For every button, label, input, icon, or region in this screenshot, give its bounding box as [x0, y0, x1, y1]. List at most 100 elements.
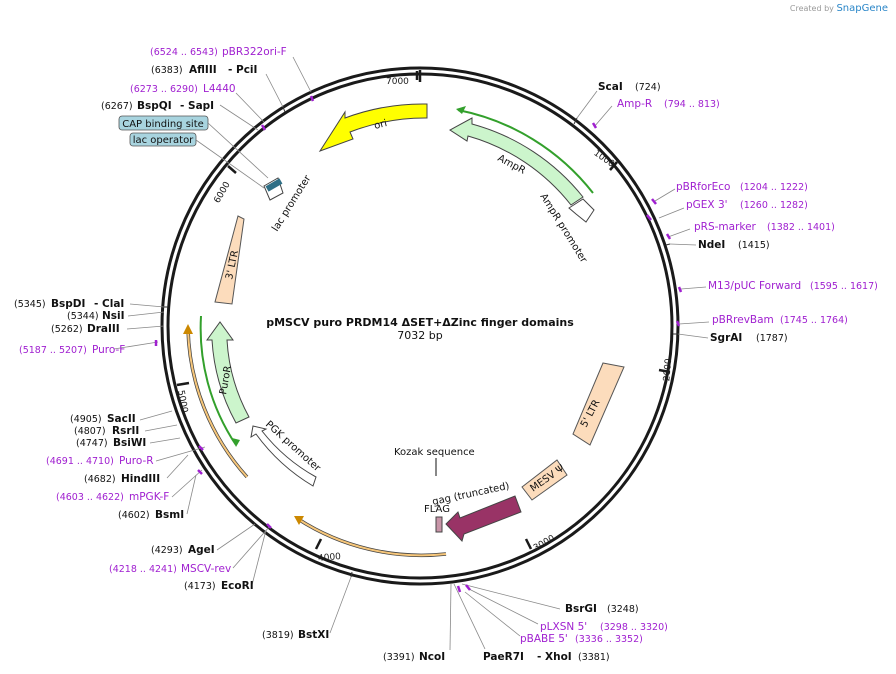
bottom-orf-arrowhead — [294, 516, 304, 525]
leader-bsmI — [186, 474, 197, 515]
ampr-orf-line — [457, 109, 594, 194]
bottom-orf-line — [297, 518, 447, 557]
site-pos-ndeI: (1415) — [738, 240, 770, 251]
site-pos-ampr-primer: (794 .. 813) — [664, 99, 720, 110]
ltr3-feature — [214, 215, 245, 305]
site-cut-marks — [164, 106, 678, 578]
leader-lines — [113, 56, 710, 651]
site-pos-pbrforeco: (1204 .. 1222) — [740, 182, 808, 193]
tick-3000 — [524, 538, 533, 550]
site-pos-draIII: (5262) — [51, 324, 83, 335]
leader-bstXI — [329, 576, 352, 634]
site-name-ncoI: NcoI — [419, 651, 445, 663]
leader-sgrAI — [677, 333, 709, 339]
site-pos-pbr322ori-f: (6524 .. 6543) — [150, 47, 218, 58]
leader-prs-marker — [667, 228, 691, 238]
site-name-pgex3: pGEX 3' — [686, 199, 728, 211]
leader-draIII — [126, 325, 165, 330]
kozak-label: Kozak sequence — [394, 447, 475, 458]
leader-ndeI — [669, 243, 697, 246]
tick-6000 — [227, 165, 237, 174]
leader-pbrforeco — [654, 188, 676, 202]
site-pos-bsrGI: (3248) — [607, 604, 639, 615]
site-pos-rsrII: (4807) — [74, 426, 106, 437]
leader-bspQI — [219, 104, 259, 131]
tick-5000 — [176, 381, 190, 387]
site-pos-plxsn5: (3298 .. 3320) — [600, 622, 668, 633]
site-pos-sacII: (4905) — [70, 414, 102, 425]
site-pos-puro-r: (4691 .. 4710) — [46, 456, 114, 467]
primer-mark-mscv-rev — [266, 523, 272, 529]
site-pos-bspQI: (6267) — [101, 101, 133, 112]
pgk-promoter-feature — [250, 425, 317, 487]
leader-mscv-rev — [232, 525, 271, 569]
left-orf-arrowhead — [183, 324, 193, 334]
site-name-ecoRI: EcoRI — [221, 580, 254, 592]
site-pos-pbrrevbam: (1745 .. 1764) — [780, 315, 848, 326]
site-pos-nsiI: (5344) — [67, 311, 99, 322]
cut-mark-aflIII — [282, 106, 286, 113]
ampr-feature — [449, 117, 584, 206]
site-pos-pbabe5: (3336 .. 3352) — [575, 634, 643, 645]
leader-paeR7I — [453, 583, 486, 650]
primer-mark-pbrrevbam — [675, 320, 681, 327]
site-pos-mpgk-f: (4603 .. 4622) — [56, 492, 124, 503]
site-name-bstXI: BstXI — [298, 629, 329, 641]
leader-ageI — [216, 523, 256, 551]
flag-label: FLAG — [424, 504, 450, 515]
site-name-puro-f: Puro-F — [92, 344, 125, 356]
tick-4000 — [314, 538, 323, 550]
leader-bsiWI — [149, 437, 181, 444]
ampr-promoter-feature — [568, 198, 595, 223]
leader-bspDI — [129, 303, 165, 308]
leader-pbabe5 — [464, 591, 521, 637]
ori-feature — [318, 103, 428, 152]
site-name-ndeI: NdeI — [698, 239, 725, 251]
site-pos-bsiWI: (4747) — [76, 438, 108, 449]
ori-label: ori — [373, 118, 388, 132]
tick-label-2000: 2000 — [662, 358, 674, 382]
puror-orf-arrowhead — [232, 438, 240, 447]
site-pos-mscv-rev: (4218 .. 4241) — [109, 564, 177, 575]
site-pos-m13: (1595 .. 1617) — [810, 281, 878, 292]
primer-mark-mpgk-f — [197, 469, 203, 475]
puror-feature — [206, 321, 250, 424]
primer-mark-ampr — [591, 122, 598, 129]
site-name-bsmI: BsmI — [155, 509, 184, 521]
cap-binding-site-label: CAP binding site — [122, 119, 204, 130]
leader-cap — [207, 122, 269, 179]
primer-mark-pgex3 — [646, 214, 652, 221]
leader-ncoI — [449, 583, 452, 651]
leader-rsrII — [144, 424, 178, 432]
leader-sacII — [139, 410, 173, 421]
ltr3-label: 3' LTR — [224, 249, 241, 280]
site-name-sacII: SacII — [107, 413, 136, 425]
site-name-hindIII: HindIII — [121, 473, 160, 485]
position-ticks — [176, 70, 671, 550]
cut-mark-scaI — [573, 117, 578, 125]
site-name-sgrAI: SgrAI — [710, 332, 742, 344]
site-name-aflIII: AflIII — [189, 64, 217, 76]
lac-operator-box — [265, 178, 283, 192]
cut-mark-bstXI — [350, 571, 353, 578]
leader-ecoRI — [251, 529, 267, 586]
lac-operator-label-box — [129, 132, 197, 147]
leader-scaI — [576, 90, 598, 119]
site-name-bsrGI: BsrGI — [565, 603, 597, 615]
site-name-mscv-rev: MSCV-rev — [181, 563, 231, 575]
site-name-draIII: DraIII — [87, 323, 120, 335]
site-name-plxsn5: pLXSN 5' — [540, 621, 587, 633]
site-name-ageI: AgeI — [188, 544, 215, 556]
primer-mark-m13 — [677, 286, 683, 293]
flag-feature — [435, 516, 443, 533]
site-name-prs-marker: pRS-marker — [694, 221, 757, 233]
site-name-pbabe5: pBABE 5' — [520, 633, 568, 645]
primer-mark-prs-marker — [665, 233, 672, 240]
site-suffix-bspQI: - SapI — [180, 100, 214, 112]
tick-label-4000: 4000 — [318, 552, 342, 564]
site-name-ampr-primer: Amp-R — [617, 98, 652, 110]
site-pos-bstXI: (3819) — [262, 630, 294, 641]
site-name-puro-r: Puro-R — [119, 455, 154, 467]
site-pos-l4440: (6273 .. 6290) — [130, 84, 198, 95]
